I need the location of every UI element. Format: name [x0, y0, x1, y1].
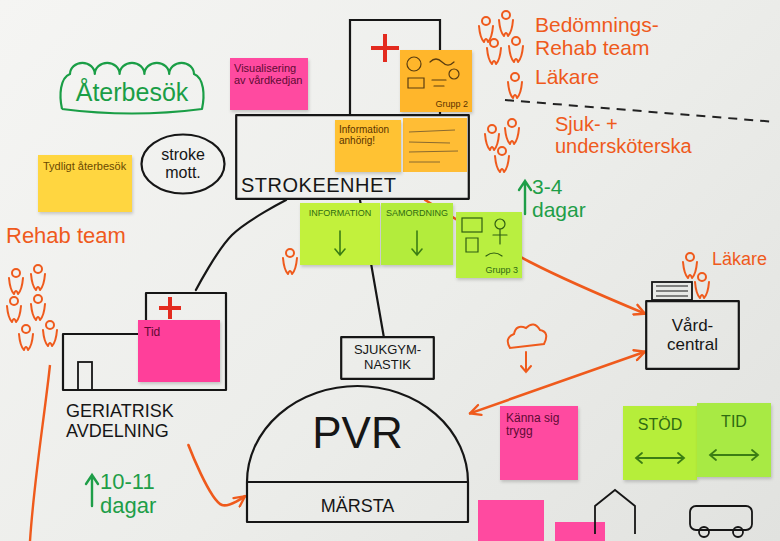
sticky-note: Tid: [138, 320, 220, 382]
red-cross: [159, 297, 181, 319]
person-icon: [485, 125, 499, 150]
person-icon: [505, 119, 519, 144]
node-text: Information anhörig!: [339, 124, 397, 146]
person-icon: [495, 147, 509, 172]
node-text: STÖD: [627, 416, 693, 434]
person-icon: [499, 11, 513, 36]
handwritten-label: Bedömnings- Rehab team: [535, 14, 705, 59]
person-icon: [31, 265, 45, 290]
node-text: Grupp 2: [404, 99, 468, 109]
node-text: STROKEENHET: [241, 174, 464, 196]
person-icon: [487, 39, 501, 64]
red-cross: [371, 34, 399, 62]
sticky-doodle: [710, 450, 758, 460]
car-sketch: [690, 506, 752, 530]
building-outline: [63, 293, 226, 390]
node-text: MÄRSTA: [251, 496, 464, 516]
node-text: PVR: [251, 408, 464, 457]
node-text: stroke mott.: [150, 146, 216, 182]
ward-building: GERIATRISK AVDELNING Tid: [60, 290, 230, 445]
person-icon: [508, 73, 522, 98]
handwritten-label: 10-11 dagar: [100, 470, 180, 518]
handwritten-label: Sjuk- + undersköterska: [555, 114, 720, 157]
ward-building: STROKEENHET Information anhörig!: [235, 114, 470, 200]
node-text: GERIATRISK AVDELNING: [66, 401, 226, 441]
person-icon: [31, 295, 45, 320]
house-sketch: [595, 490, 635, 534]
person-icon: [283, 249, 297, 274]
sticky-doodle: [412, 231, 422, 255]
person-icon: [695, 273, 709, 298]
sticky-note: INFORMATION: [300, 203, 380, 265]
sticky-doodle: [462, 218, 507, 256]
connector-line: [196, 200, 286, 290]
cloud-outline: [61, 63, 204, 114]
box-outline: [646, 301, 739, 369]
small-arrow: [521, 352, 531, 372]
sticky-doodle: [335, 231, 345, 255]
sticky-note: TID: [697, 403, 771, 477]
person-icon: [479, 17, 493, 42]
person-icon: [509, 37, 523, 62]
node-text: TID: [701, 413, 767, 431]
person-icon: [43, 321, 57, 346]
dome-outline: [247, 386, 468, 522]
scribble: [409, 130, 458, 162]
sticky-note: STÖD: [623, 406, 697, 480]
flow-arrow: [188, 445, 245, 505]
node-text: Tid: [144, 326, 214, 339]
handwritten-label: Läkare: [712, 250, 767, 269]
node-text: Vård- central: [651, 316, 734, 354]
care-center-box: Vård- central: [645, 300, 740, 370]
sticky-note: Visualisering av vårdkedjan: [230, 58, 308, 110]
sticky-note: Tydligt återbesök: [38, 155, 132, 212]
sticky-note-blank: [403, 118, 467, 172]
node-text: SAMORDNING: [384, 208, 450, 218]
sticky-note: Information anhörig!: [335, 120, 401, 172]
door: [78, 362, 92, 390]
duration-arrow: [519, 181, 531, 214]
sticky-note: Grupp 2: [400, 50, 472, 112]
roof-block: [652, 282, 692, 300]
person-icon: [19, 325, 33, 350]
node-text: Grupp 3: [460, 265, 518, 275]
dome-building: PVR MÄRSTA: [245, 382, 470, 524]
person-icon: [7, 297, 21, 322]
node-text: Tydligt återbesök: [43, 160, 127, 172]
wheel: [733, 527, 743, 537]
sticky-doodle: [636, 453, 684, 463]
ellipse-outline: [142, 135, 225, 194]
person-icon: [9, 269, 23, 294]
thought-cloud: [508, 324, 547, 348]
node-text: INFORMATION: [303, 208, 377, 218]
handwritten-label: Rehab team: [6, 224, 126, 248]
sticky-note: Grupp 3: [456, 212, 522, 278]
handwritten-label: Läkare: [535, 66, 599, 89]
sticky-note: SAMORDNING: [381, 203, 453, 265]
sticky-note-blank: [555, 522, 605, 541]
box-outline: [236, 115, 469, 199]
flow-arrow: [470, 352, 645, 414]
cloud-bubble: Återbesök: [56, 56, 208, 120]
sticky-doodle: [407, 57, 459, 88]
duration-arrow: [86, 475, 98, 506]
handwritten-label: 3-4 dagar: [532, 176, 602, 221]
node-text: SJUKGYM- NASTIK: [344, 343, 431, 372]
sticky-note-blank: [478, 500, 544, 541]
gym-building: SJUKGYM- NASTIK: [340, 336, 435, 380]
clinic-ellipse: stroke mott.: [140, 133, 226, 195]
wheel: [699, 527, 709, 537]
roof-stripes: [656, 286, 688, 296]
sticky-note: Känna sig trygg: [500, 406, 578, 480]
node-text: Känna sig trygg: [506, 412, 572, 439]
dashed-divider: [505, 100, 776, 122]
person-icon: [683, 253, 697, 278]
node-text: Visualisering av vårdkedjan: [234, 62, 304, 87]
box-outline: [341, 337, 434, 379]
flow-line: [30, 365, 50, 541]
node-text: Återbesök: [68, 78, 196, 106]
